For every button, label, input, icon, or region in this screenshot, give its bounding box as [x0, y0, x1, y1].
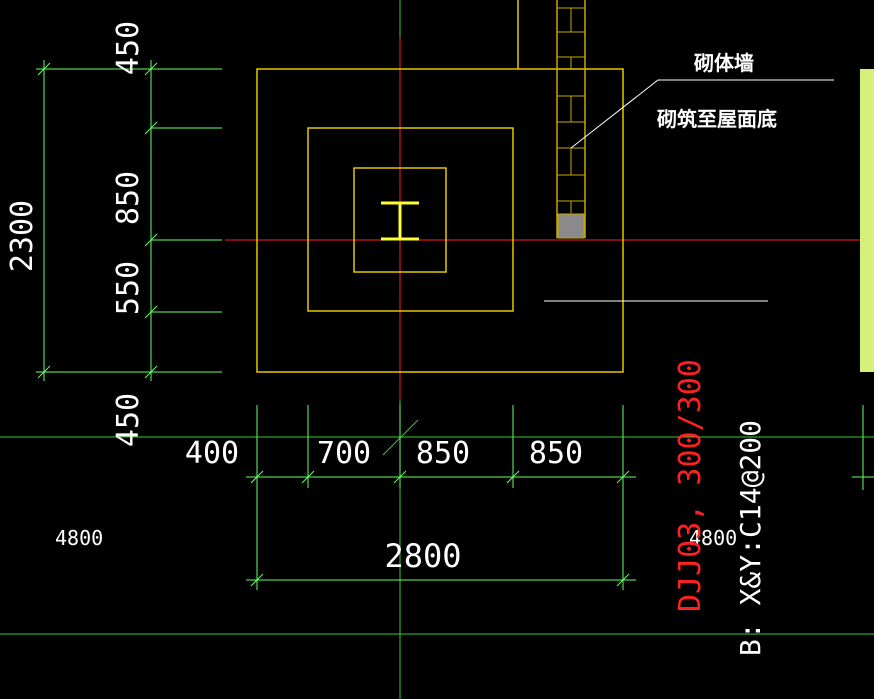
dim-horizontal-400: 400	[185, 436, 239, 471]
span-label-right: 4800	[689, 526, 737, 550]
wall-leader-line	[570, 79, 834, 149]
wall-base-hatch	[557, 213, 585, 239]
brick-wall	[556, 0, 586, 239]
dim-horizontal-850-left: 850	[416, 436, 470, 471]
dim-vertical-850: 850	[111, 171, 146, 225]
dim-horizontal-total-2800: 2800	[384, 537, 461, 575]
wall-annotation-title: 砌体墙	[694, 51, 754, 75]
footing-label: DJJ03, 300/300	[673, 359, 708, 612]
adjacent-panel	[860, 69, 874, 372]
reinforcement-label: B: X&Y:C14@200	[734, 420, 767, 656]
dim-vertical-450-top: 450	[111, 21, 146, 75]
footing-outer-step	[256, 68, 624, 373]
dim-horizontal-700: 700	[317, 436, 371, 471]
span-label-left: 4800	[55, 526, 103, 550]
dim-vertical-450-bottom: 450	[111, 393, 146, 447]
steel-i-column-icon	[381, 201, 419, 241]
dim-horizontal-850-right: 850	[529, 436, 583, 471]
footing-inner-step	[307, 127, 514, 312]
horizontal-dimension-chain	[246, 405, 636, 590]
vertical-dimension-chain	[36, 60, 222, 381]
column-pedestal	[353, 167, 447, 273]
dim-vertical-total-2300: 2300	[5, 200, 40, 272]
dim-vertical-550: 550	[111, 261, 146, 315]
wall-annotation-note: 砌筑至屋面底	[657, 107, 777, 131]
